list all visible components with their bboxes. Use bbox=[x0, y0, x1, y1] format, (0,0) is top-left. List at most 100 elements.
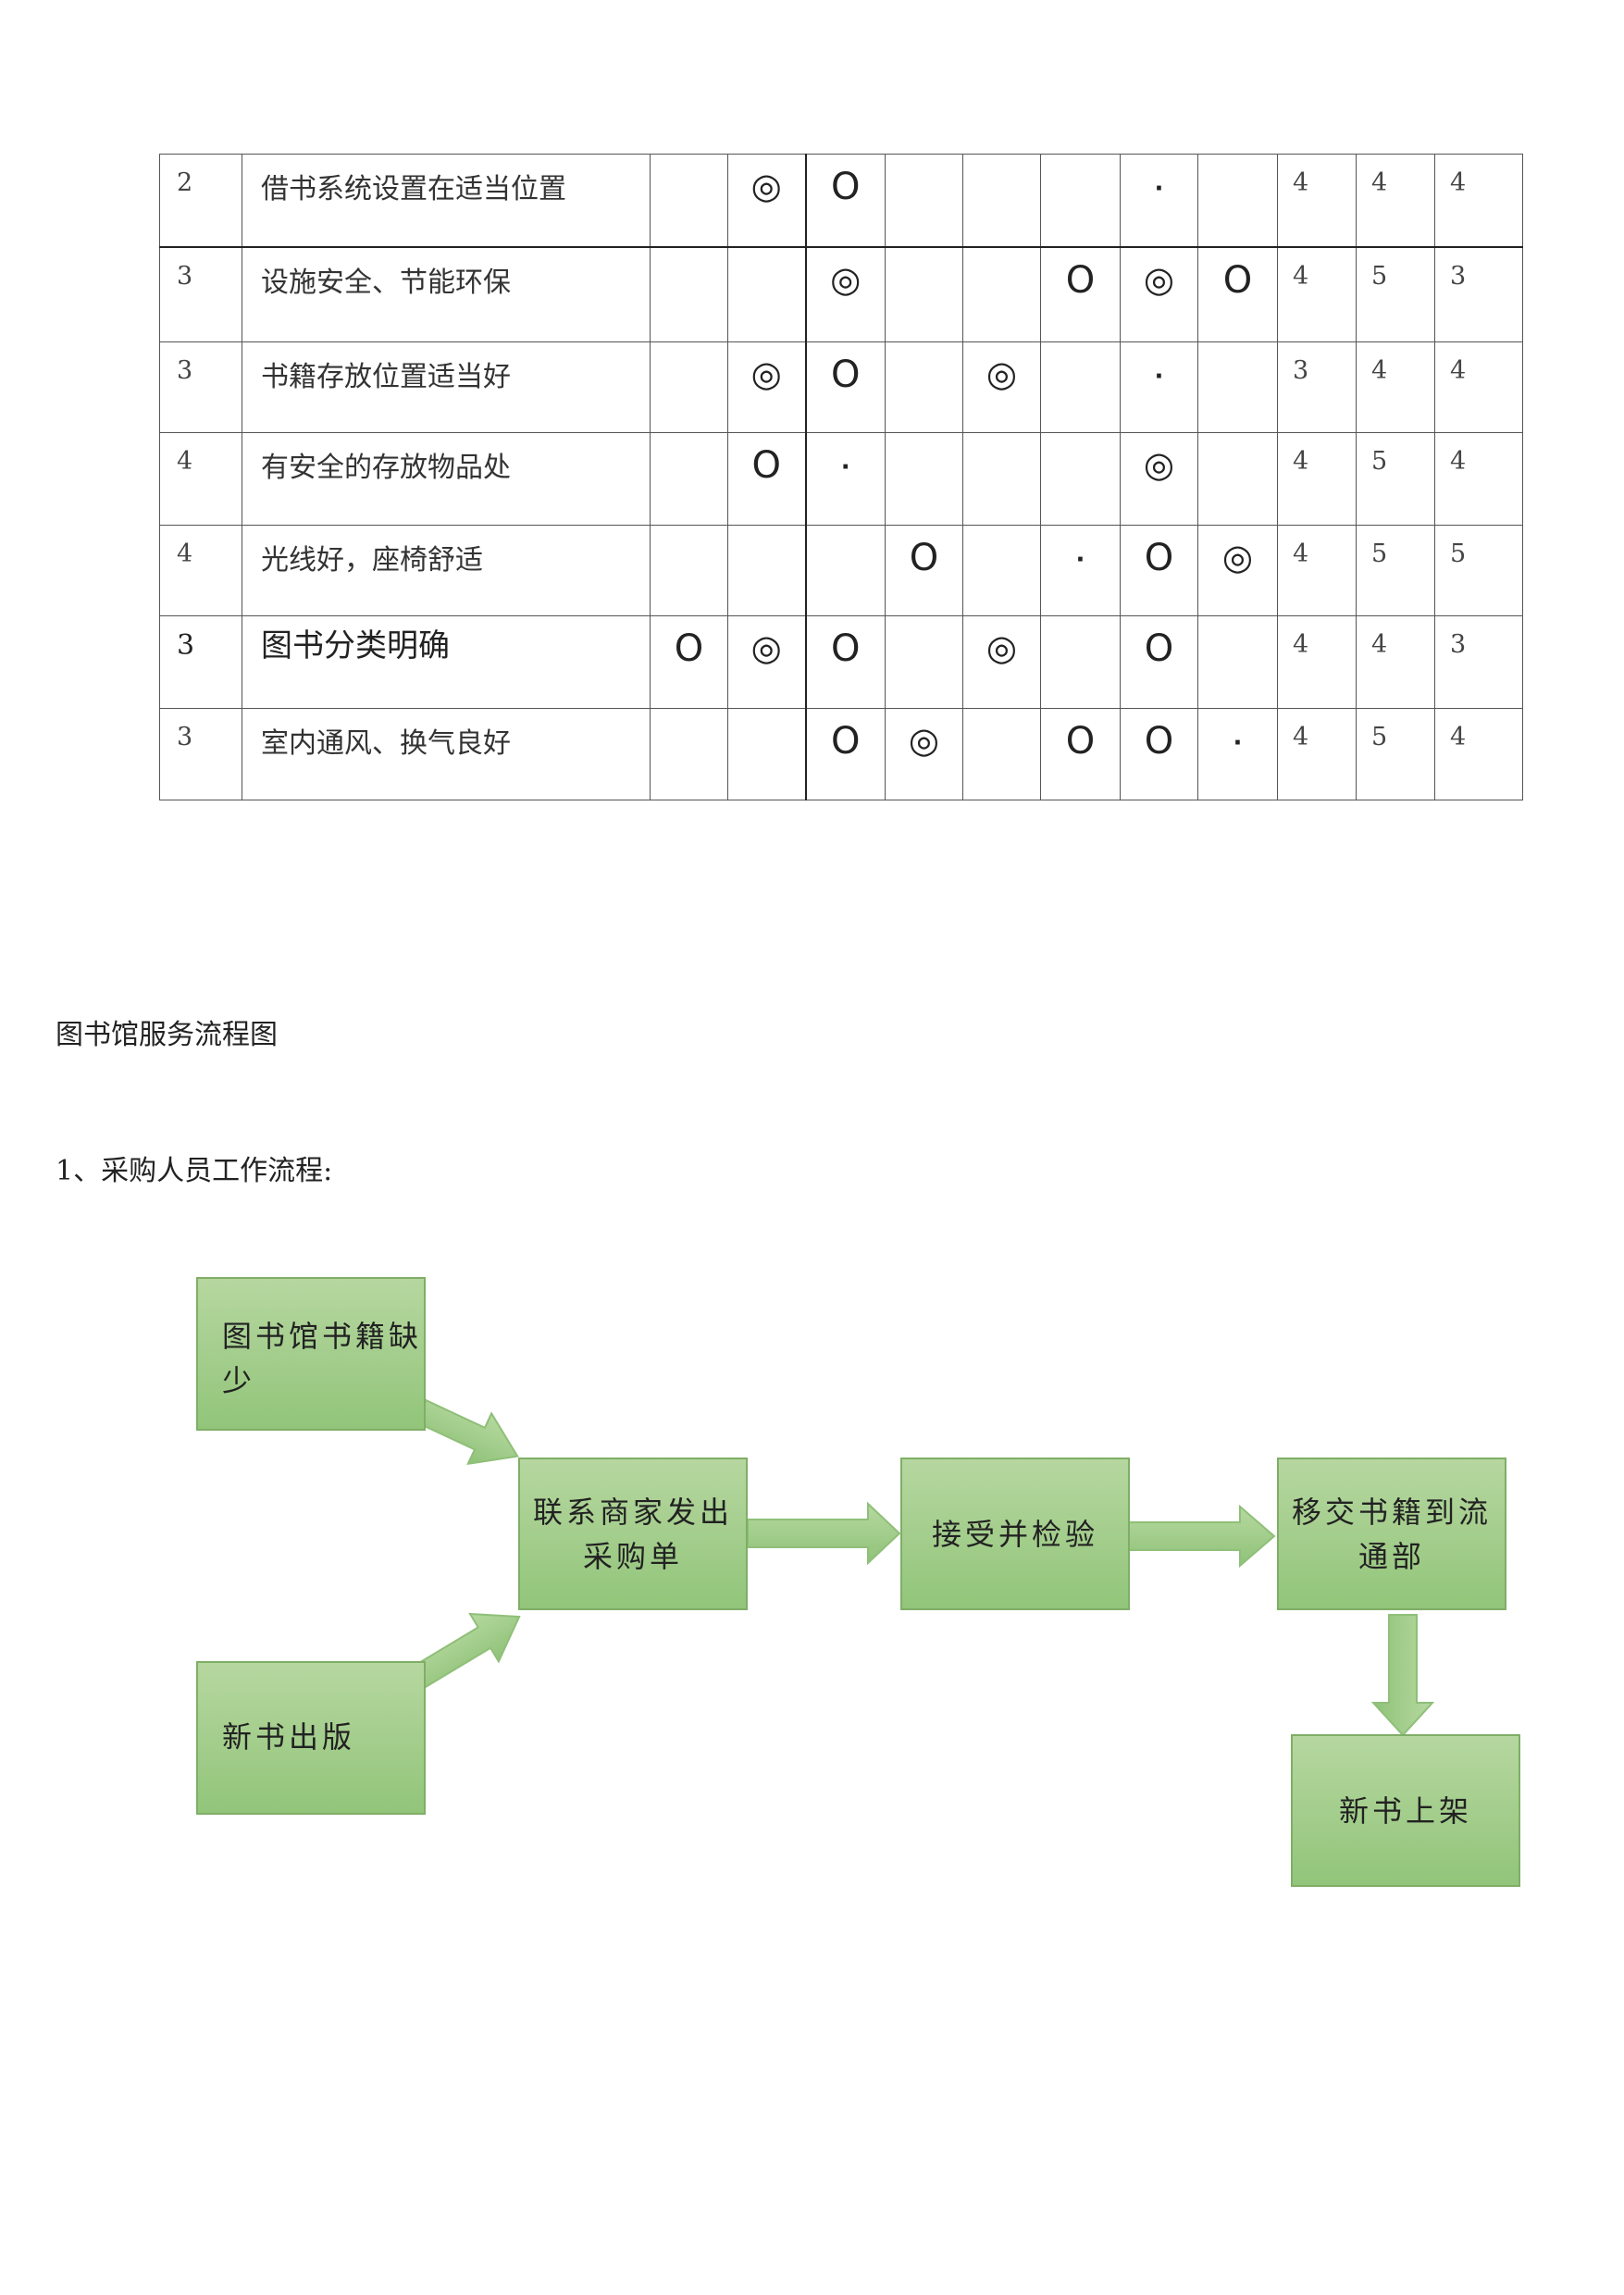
box-contact-supplier: 联系商家发出 采购单 bbox=[518, 1458, 748, 1610]
rating-mark: O bbox=[831, 354, 861, 396]
box-transfer-circulation-line2: 通部 bbox=[1357, 1538, 1425, 1574]
rating-mark: ◎ bbox=[1143, 444, 1175, 485]
score-cell: 5 bbox=[1356, 708, 1435, 800]
criterion-cell: 书籍存放位置适当好 bbox=[242, 341, 651, 433]
rating-mark: ◎ bbox=[908, 720, 940, 761]
rating-mark: O bbox=[1065, 720, 1096, 763]
rating-mark: O bbox=[1144, 627, 1174, 670]
rating-mark: ◎ bbox=[830, 258, 862, 300]
rating-mark: ◎ bbox=[986, 354, 1018, 394]
score-cell: 4 bbox=[1434, 432, 1523, 526]
rating-mark-cell bbox=[962, 154, 1041, 248]
rating-mark: O bbox=[831, 720, 861, 763]
rating-mark-cell bbox=[885, 154, 963, 248]
rating-mark: O bbox=[1144, 537, 1174, 579]
rating-mark-cell: · bbox=[1197, 708, 1278, 800]
section-title: 图书馆服务流程图 bbox=[56, 1019, 278, 1051]
rating-mark-cell bbox=[962, 432, 1041, 526]
score-cell: 3 bbox=[1277, 341, 1357, 433]
box-transfer-circulation: 移交书籍到流 通部 bbox=[1277, 1458, 1506, 1610]
rating-mark-cell bbox=[1040, 615, 1121, 709]
rating-mark-cell: O bbox=[1197, 246, 1278, 342]
score-cell: 4 bbox=[1277, 154, 1357, 248]
criterion-cell: 借书系统设置在适当位置 bbox=[242, 154, 651, 248]
rating-mark-cell: O bbox=[727, 432, 806, 526]
row-index-cell: 3 bbox=[159, 246, 242, 342]
arrow-shortage-to-order bbox=[415, 1398, 519, 1466]
score-cell: 4 bbox=[1277, 708, 1357, 800]
box-transfer-circulation-line1: 移交书籍到流 bbox=[1291, 1494, 1492, 1530]
row-index-cell: 3 bbox=[159, 615, 242, 709]
rating-mark-cell: O bbox=[650, 615, 728, 709]
score-cell: 5 bbox=[1356, 432, 1435, 526]
rating-mark-cell: O bbox=[885, 525, 963, 616]
rating-mark-cell: ◎ bbox=[885, 708, 963, 800]
rating-mark-cell: O bbox=[1120, 525, 1198, 616]
rating-mark-cell bbox=[727, 708, 806, 800]
row-index-cell: 2 bbox=[159, 154, 242, 248]
rating-mark-cell bbox=[650, 708, 728, 800]
arrow-transfer-to-shelve bbox=[1370, 1614, 1435, 1737]
rating-mark-cell bbox=[962, 525, 1041, 616]
rating-mark: O bbox=[909, 537, 939, 579]
score-cell: 5 bbox=[1356, 246, 1435, 342]
box-shelve-new-books-label: 新书上架 bbox=[1338, 1793, 1472, 1829]
row-index-cell: 3 bbox=[159, 341, 242, 433]
subsection-title: 1、采购人员工作流程: bbox=[56, 1155, 333, 1187]
box-book-shortage-line2: 少 bbox=[222, 1363, 256, 1398]
rating-mark-cell bbox=[962, 246, 1041, 342]
rating-mark: O bbox=[751, 444, 781, 487]
rating-mark-cell: O bbox=[804, 154, 886, 248]
box-contact-supplier-line2: 采购单 bbox=[582, 1538, 683, 1574]
rating-mark: O bbox=[1144, 720, 1174, 763]
arrow-newbook-to-order bbox=[406, 1612, 521, 1692]
score-cell: 3 bbox=[1434, 246, 1523, 342]
score-cell: 4 bbox=[1434, 708, 1523, 800]
rating-mark: ◎ bbox=[750, 627, 782, 668]
rating-mark-cell bbox=[962, 708, 1041, 800]
rating-mark: O bbox=[1065, 258, 1096, 302]
rating-mark: O bbox=[674, 627, 704, 670]
score-cell: 4 bbox=[1277, 525, 1357, 616]
box-receive-inspect: 接受并检验 bbox=[900, 1458, 1130, 1610]
rating-mark: ◎ bbox=[1221, 537, 1254, 577]
rating-mark-cell bbox=[650, 432, 728, 526]
arrow-order-to-inspect bbox=[747, 1501, 901, 1566]
rating-mark-cell: ◎ bbox=[727, 154, 806, 248]
rating-mark: · bbox=[840, 453, 850, 481]
criterion-cell: 室内通风、换气良好 bbox=[242, 708, 651, 800]
rating-mark: · bbox=[1154, 175, 1164, 203]
rating-mark-cell bbox=[885, 615, 963, 709]
criterion-cell: 图书分类明确 bbox=[242, 615, 651, 709]
rating-mark: O bbox=[1222, 258, 1253, 302]
box-book-shortage: 图书馆书籍缺 少 bbox=[196, 1277, 426, 1431]
rating-mark-cell: O bbox=[804, 615, 886, 709]
rating-mark-cell: ◎ bbox=[1197, 525, 1278, 616]
rating-mark-cell bbox=[804, 525, 886, 616]
score-cell: 4 bbox=[1277, 246, 1357, 342]
rating-mark: ◎ bbox=[1143, 258, 1175, 300]
score-cell: 4 bbox=[1434, 154, 1523, 248]
rating-mark-cell bbox=[1040, 432, 1121, 526]
rating-mark-cell: ◎ bbox=[1120, 432, 1198, 526]
row-index-cell: 4 bbox=[159, 432, 242, 526]
rating-mark: ◎ bbox=[750, 166, 782, 206]
arrow-inspect-to-transfer bbox=[1128, 1504, 1276, 1569]
rating-mark: O bbox=[831, 166, 861, 208]
rating-mark-cell bbox=[1040, 154, 1121, 248]
box-contact-supplier-line1: 联系商家发出 bbox=[532, 1494, 733, 1530]
rating-mark-cell: ◎ bbox=[1120, 246, 1198, 342]
rating-mark-cell bbox=[727, 525, 806, 616]
criterion-cell: 设施安全、节能环保 bbox=[242, 246, 651, 342]
score-cell: 3 bbox=[1434, 615, 1523, 709]
rating-mark: · bbox=[1233, 729, 1243, 757]
